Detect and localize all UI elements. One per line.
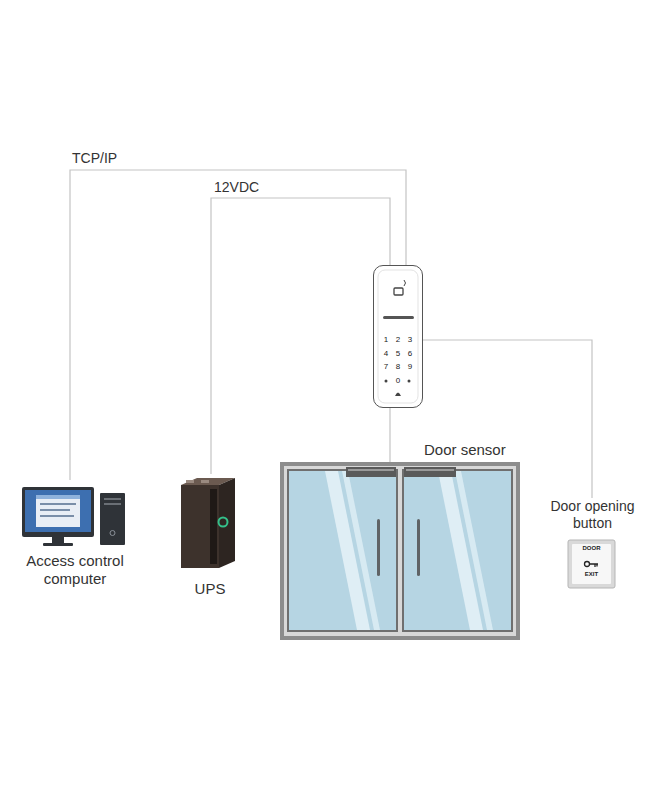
device-label: Door sensor [424, 441, 520, 459]
key-digit: 8 [392, 360, 404, 374]
computer-node: Access control computer [15, 480, 135, 595]
ups-illustration [181, 478, 235, 568]
device-body [373, 265, 423, 408]
device-bezel [378, 270, 418, 403]
button-print: DOOR [568, 545, 615, 552]
key-digit: 9 [404, 360, 416, 374]
card-icon [394, 280, 406, 295]
button-print: EXIT [568, 571, 615, 578]
signal-label: TCP/IP [70, 150, 119, 166]
door-illustration [280, 462, 520, 640]
key-digit: 5 [392, 347, 404, 361]
device-label: UPS [170, 580, 250, 598]
key-digit: 0 [392, 374, 404, 388]
wire-connector [70, 170, 406, 480]
bell-icon [395, 393, 401, 397]
computer-illustration [22, 487, 125, 546]
exit-button-node: Door opening buttonDOOR EXIT [535, 498, 650, 593]
exit-button-illustration [568, 540, 615, 588]
display-slot [383, 316, 414, 319]
key-digit: 4 [380, 347, 392, 361]
key-digit: 7 [380, 360, 392, 374]
key-digit: 3 [404, 333, 416, 347]
device-label: Access control computer [15, 552, 135, 588]
signal-label: 12VDC [212, 179, 261, 195]
device-label: Door opening button [535, 498, 650, 532]
ups-node: UPS [170, 474, 250, 598]
key-digit: 6 [404, 347, 416, 361]
key-dot [385, 380, 388, 383]
key-dot [408, 380, 411, 383]
wire-connector [423, 340, 592, 498]
key-digit: 2 [392, 333, 404, 347]
keypad-reader: 1234567890 [373, 265, 423, 408]
wire-connector [211, 198, 390, 474]
door-node: Door sensor [280, 462, 520, 640]
key-digit: 1 [380, 333, 392, 347]
wire-connector [389, 408, 390, 462]
